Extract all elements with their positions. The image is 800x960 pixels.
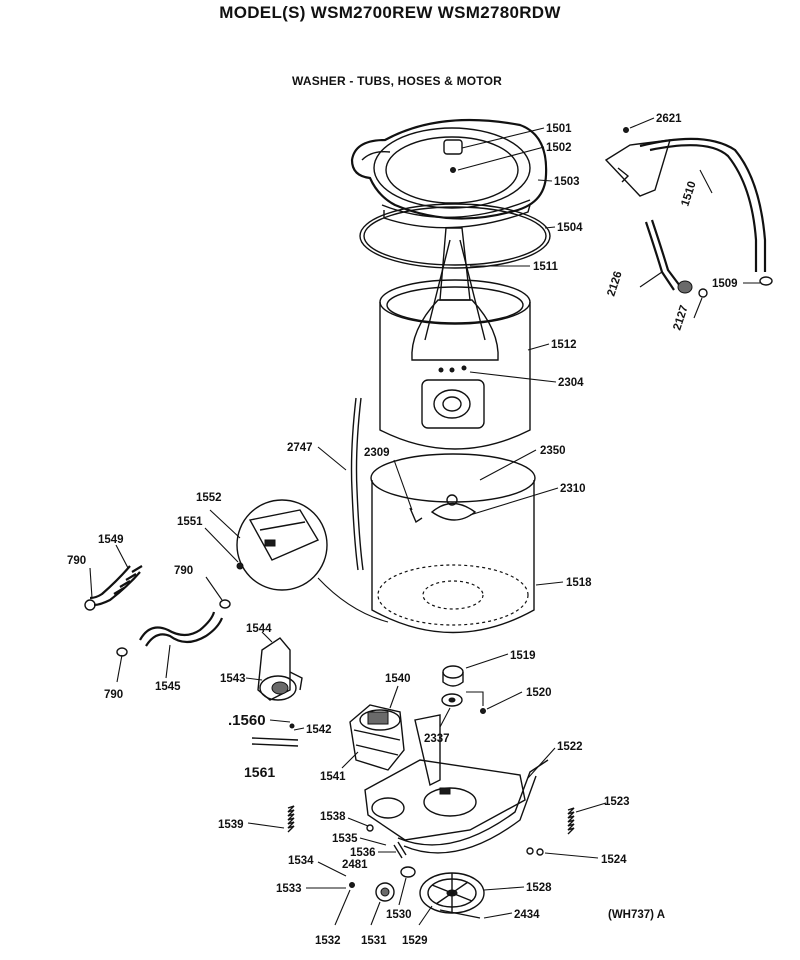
label-2304: 2304 [558, 377, 584, 389]
label-2350: 2350 [540, 445, 566, 457]
agitator [411, 227, 499, 361]
model-title: MODEL(S) WSM2700REW WSM2780RDW [219, 3, 561, 22]
inlet-hose-assembly [604, 127, 773, 298]
label-1560: .1560 [228, 712, 266, 729]
label-1510: 1510 [679, 180, 698, 208]
label-1534: 1534 [288, 855, 314, 867]
label-1540: 1540 [385, 673, 411, 685]
label-2434: 2434 [514, 909, 540, 921]
label-1532: 1532 [315, 935, 341, 947]
section-title: WASHER - TUBS, HOSES & MOTOR [291, 74, 503, 88]
label-1552: 1552 [196, 492, 222, 504]
label-1518: 1518 [566, 577, 592, 589]
label-790-right: 790 [174, 565, 193, 577]
label-1531: 1531 [361, 935, 387, 947]
label-1545: 1545 [155, 681, 181, 693]
label-1536: 1536 [350, 847, 376, 859]
label-1502: 1502 [546, 142, 572, 154]
part-labels: 1501 1502 1503 1504 1511 1512 2304 2747 … [67, 113, 738, 947]
label-1529: 1529 [402, 935, 428, 947]
spring-1523 [567, 807, 575, 835]
label-1561: 1561 [244, 764, 275, 780]
label-1535: 1535 [332, 833, 358, 845]
label-1530: 1530 [386, 909, 412, 921]
leader-lines [89, 117, 760, 926]
detail-magnifier [236, 499, 389, 623]
label-1511: 1511 [533, 261, 559, 273]
tub-ring [359, 203, 551, 269]
spring-1539 [287, 805, 295, 833]
label-2126: 2126 [605, 270, 624, 298]
label-1504: 1504 [557, 222, 583, 234]
label-1533: 1533 [276, 883, 302, 895]
mount-hardware [441, 665, 486, 714]
label-1549: 1549 [98, 534, 124, 546]
label-790-bottom: 790 [104, 689, 123, 701]
label-1539: 1539 [218, 819, 244, 831]
label-2127: 2127 [671, 304, 690, 332]
suspension-frame [364, 714, 549, 854]
label-1520: 1520 [526, 687, 552, 699]
label-1524: 1524 [601, 854, 627, 866]
drive-motor [349, 704, 405, 771]
label-1543: 1543 [220, 673, 246, 685]
label-790-left: 790 [67, 555, 86, 567]
lower-hardware [349, 824, 416, 902]
label-1503: 1503 [554, 176, 580, 188]
drain-hose-assembly [84, 565, 231, 657]
label-1538: 1538 [320, 811, 346, 823]
pulley [419, 872, 485, 919]
wash-basket [379, 279, 531, 450]
label-1519: 1519 [510, 650, 536, 662]
label-2481: 2481 [342, 859, 368, 871]
label-1544: 1544 [246, 623, 272, 635]
label-1528: 1528 [526, 882, 552, 894]
label-1522: 1522 [557, 741, 583, 753]
outer-tub [370, 453, 536, 634]
label-2310: 2310 [560, 483, 586, 495]
figure-code: (WH737) A [608, 909, 665, 921]
label-1551: 1551 [177, 516, 203, 528]
label-1542: 1542 [306, 724, 332, 736]
label-1509: 1509 [712, 278, 738, 290]
label-1512: 1512 [551, 339, 577, 351]
label-1523: 1523 [604, 796, 630, 808]
drain-pump [257, 637, 303, 701]
label-2747: 2747 [287, 442, 313, 454]
label-2309: 2309 [364, 447, 390, 459]
label-2337: 2337 [424, 733, 450, 745]
air-tube [350, 397, 359, 571]
label-1541: 1541 [320, 771, 346, 783]
label-1501: 1501 [546, 123, 572, 135]
label-2621: 2621 [656, 113, 682, 125]
